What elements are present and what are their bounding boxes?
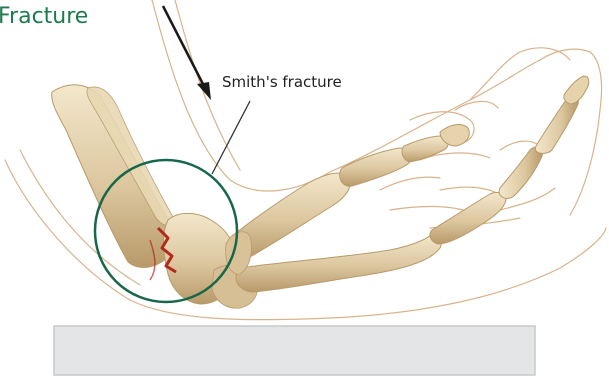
phalanx-lower-1 [430,192,506,244]
phalanx-upper-2 [402,136,448,162]
phalanx-lower-2 [499,147,542,198]
force-arrow [163,6,211,100]
diagram-title: Fracture [0,4,88,29]
surface-block [54,326,535,375]
phalanx-upper-1 [340,148,411,186]
fracture-label: Smith's fracture [222,73,342,91]
phalanx-lower-4 [564,76,589,104]
callout-leader-line [212,101,250,174]
